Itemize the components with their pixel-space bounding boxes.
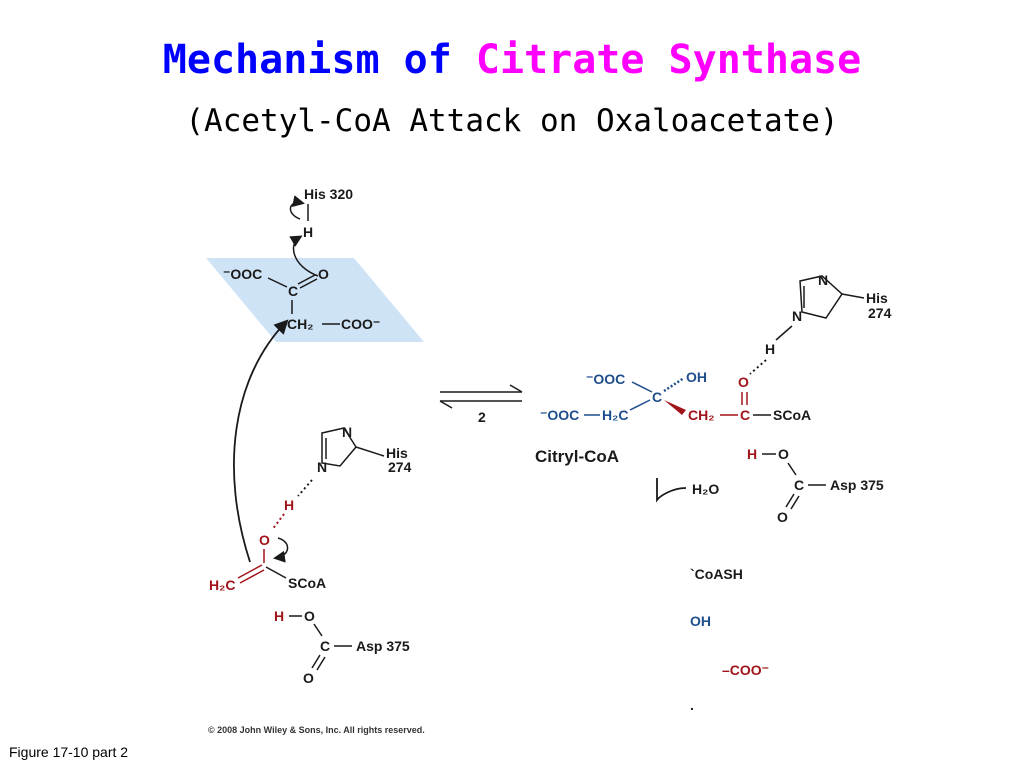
title-citrate-synthase: Citrate Synthase bbox=[475, 37, 862, 83]
bond-asp-left-co-2 bbox=[316, 656, 326, 671]
his274-ring-right bbox=[799, 275, 865, 319]
his320-curved-arrow bbox=[289, 195, 305, 220]
bond-h2c-c bbox=[629, 399, 651, 411]
hbond-h-o-right bbox=[749, 359, 767, 375]
citryl-coa-name: Citryl-CoA bbox=[535, 447, 619, 466]
citryl-ooc-top: ⁻OOC bbox=[586, 371, 625, 387]
bond-c-oh-dashed bbox=[663, 376, 685, 393]
fragment-coo: –COO⁻ bbox=[722, 662, 769, 678]
asp375-right-h: H bbox=[747, 446, 757, 462]
his274-left-nh: N bbox=[317, 459, 327, 475]
citryl-c2: C bbox=[740, 407, 750, 423]
asp375-left-c: C bbox=[320, 638, 330, 654]
citryl-ooc-left: ⁻OOC bbox=[540, 407, 579, 423]
enolate-h: H bbox=[284, 497, 294, 513]
hbond-n-h-left bbox=[297, 479, 313, 497]
asp375-left-o2: O bbox=[303, 670, 314, 686]
bond-asp-left-co-1 bbox=[311, 654, 321, 669]
h2o-arrow-fragment bbox=[656, 478, 687, 503]
fragment-dot: . bbox=[690, 697, 694, 713]
fragment-oh: OH bbox=[690, 613, 711, 629]
citryl-ch2: CH₂ bbox=[688, 407, 714, 423]
his274-right-nh: N bbox=[792, 308, 802, 324]
bond-asp-right-oc bbox=[787, 462, 797, 476]
citryl-scoa: SCoA bbox=[773, 407, 811, 423]
equilibrium-arrows bbox=[439, 384, 523, 409]
citryl-oh: OH bbox=[686, 369, 707, 385]
oxygen-to-h-arrow bbox=[289, 235, 319, 277]
oxaloacetate-plane bbox=[206, 258, 424, 342]
citryl-c: C bbox=[652, 389, 662, 405]
bond-asp-right-co-1 bbox=[785, 493, 795, 508]
his320-h: H bbox=[303, 224, 313, 240]
bond-c-h2c-2 bbox=[239, 569, 265, 584]
enolate-scoa: SCoA bbox=[288, 575, 326, 591]
his274-ring-left bbox=[321, 427, 385, 467]
bond-asp-left-oc bbox=[313, 623, 323, 637]
his274-right-label2: 274 bbox=[868, 305, 892, 321]
his274-right-n: N bbox=[818, 272, 828, 288]
page-subtitle: (Acetyl-CoA Attack on Oxaloacetate) bbox=[185, 103, 839, 139]
asp375-right-label: Asp 375 bbox=[830, 477, 884, 493]
asp375-right-o2: O bbox=[777, 509, 788, 525]
his274-left-label1: His bbox=[386, 445, 408, 461]
asp375-left-label: Asp 375 bbox=[356, 638, 410, 654]
bond-asp-right-co-2 bbox=[790, 495, 800, 510]
bond-c-o-2 bbox=[299, 278, 318, 289]
oxaloacetate-o: O bbox=[318, 266, 329, 282]
bond-ooctop-c bbox=[631, 381, 653, 393]
oxaloacetate-ch2: CH₂ bbox=[287, 316, 313, 332]
bond-c-ch2-wedge bbox=[664, 400, 686, 415]
oxaloacetate-ooc: ⁻OOC bbox=[223, 266, 262, 282]
citryl-h: H bbox=[765, 341, 775, 357]
hbond-h-o-left bbox=[271, 513, 285, 531]
step-number: 2 bbox=[478, 409, 486, 425]
bond-c-o-1 bbox=[297, 274, 316, 285]
bond-c-h2c-1 bbox=[237, 564, 263, 579]
bond-n-h-right bbox=[775, 325, 793, 341]
attack-arrow bbox=[233, 319, 289, 563]
bond-ooc-c bbox=[267, 277, 288, 288]
asp375-right-o: O bbox=[778, 446, 789, 462]
asp375-right-c: C bbox=[794, 477, 804, 493]
title-mechanism-of: Mechanism of bbox=[162, 37, 476, 83]
his274-left-label2: 274 bbox=[388, 459, 412, 475]
enolate-o: O bbox=[259, 532, 270, 548]
his320-label: His 320 bbox=[304, 186, 353, 202]
citryl-h2c: H₂C bbox=[602, 407, 628, 423]
oxaloacetate-coo: COO⁻ bbox=[341, 316, 380, 332]
bond-c-scoa bbox=[265, 566, 287, 579]
enolate-curved-arrow bbox=[273, 537, 289, 563]
asp375-left-h: H bbox=[274, 608, 284, 624]
asp375-left-o: O bbox=[304, 608, 315, 624]
enolate-h2c: H₂C bbox=[209, 577, 235, 593]
his274-left-n: N bbox=[342, 424, 352, 440]
h2o-label: H₂O bbox=[692, 481, 719, 497]
copyright-notice: © 2008 John Wiley & Sons, Inc. All right… bbox=[208, 725, 425, 735]
oxaloacetate-c: C bbox=[288, 283, 298, 299]
his274-right-label1: His bbox=[866, 290, 888, 306]
page-title: Mechanism of Citrate Synthase bbox=[0, 38, 1024, 82]
fragment-coash: `CoASH bbox=[690, 566, 743, 582]
figure-caption: Figure 17-10 part 2 bbox=[9, 744, 129, 760]
citryl-o: O bbox=[738, 374, 749, 390]
